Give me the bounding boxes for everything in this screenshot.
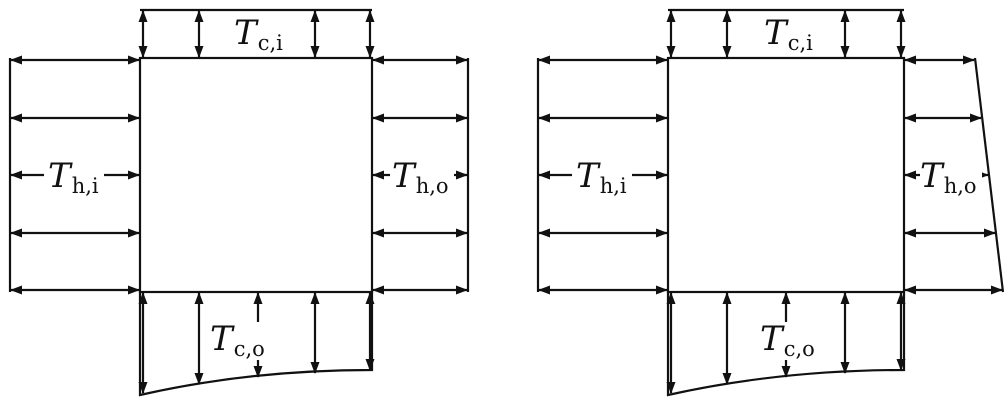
core-square xyxy=(666,56,906,294)
diagram-left xyxy=(8,8,470,397)
outlet-profile-hot xyxy=(973,57,1005,293)
label-hot-inlet: Th,i xyxy=(48,156,99,198)
label-cold-inlet: Tc,i xyxy=(764,13,813,55)
cold-inlet-arrows xyxy=(666,9,906,58)
labels-right: Tc,i Th,i Th,o Tc,o xyxy=(572,13,982,361)
outlet-profile-cold xyxy=(138,292,374,397)
labels-left: Tc,i Th,i Th,o Tc,o xyxy=(44,13,454,361)
label-hot-outlet: Th,o xyxy=(920,156,977,198)
label-hot-outlet: Th,o xyxy=(392,156,449,198)
label-cold-outlet: Tc,o xyxy=(210,319,265,361)
label-cold-inlet: Tc,i xyxy=(234,13,283,55)
cold-inlet-arrows xyxy=(138,9,375,58)
label-cold-outlet: Tc,o xyxy=(760,319,815,361)
core-square xyxy=(138,56,374,294)
label-hot-inlet: Th,i xyxy=(576,156,627,198)
